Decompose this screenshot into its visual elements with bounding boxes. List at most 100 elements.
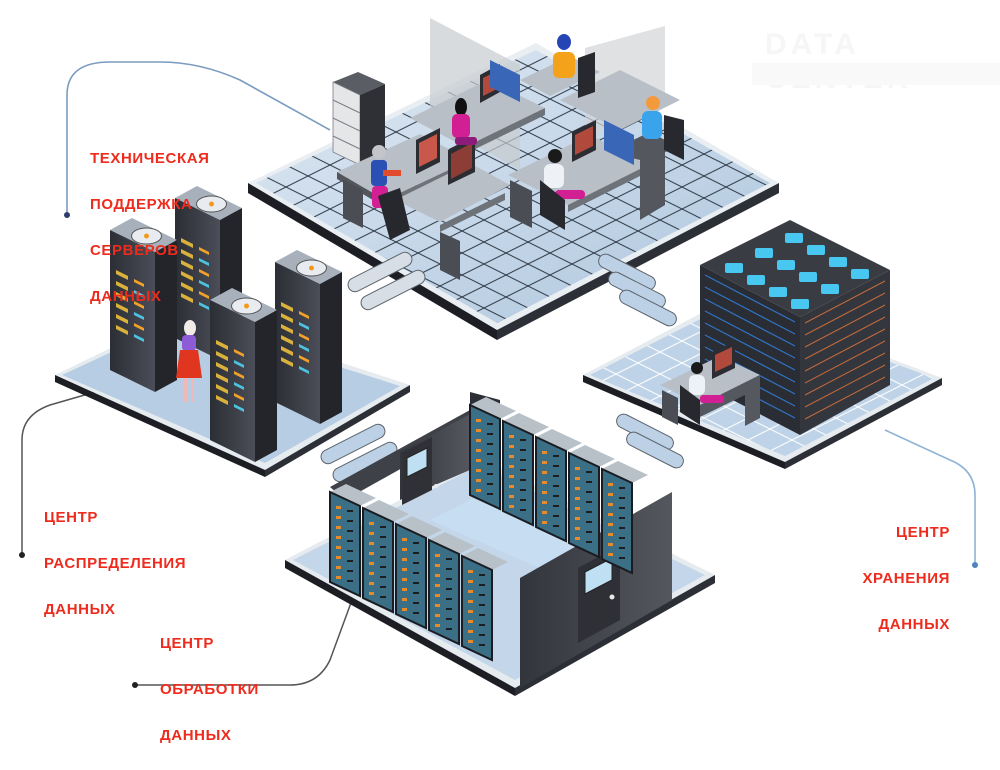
fan-hub — [244, 303, 249, 309]
drive-led — [116, 303, 128, 313]
rack-slot — [553, 475, 559, 477]
rack-led — [435, 574, 440, 577]
rack-row-back — [469, 397, 648, 575]
rack-slot — [553, 525, 559, 527]
status-led — [299, 366, 309, 374]
rack-led — [476, 439, 481, 442]
drive-led — [216, 362, 228, 372]
rack-slot — [520, 499, 526, 501]
rack-led — [369, 562, 374, 565]
status-led — [299, 311, 309, 319]
drive-led — [116, 281, 128, 291]
door-back — [402, 437, 438, 505]
rack-slot — [520, 439, 526, 441]
drive-led — [181, 271, 193, 281]
rack-slot — [619, 497, 625, 499]
rack-led — [336, 536, 341, 539]
rack-led — [542, 491, 547, 494]
rack-led — [468, 580, 473, 583]
rack-led — [336, 516, 341, 519]
rack-slot — [520, 489, 526, 491]
tower-front — [110, 230, 155, 392]
rack-led — [369, 542, 374, 545]
watermark-bar — [752, 63, 1000, 85]
rack-top — [462, 548, 508, 570]
server-rack — [428, 532, 475, 646]
storage-operator-desk — [660, 341, 760, 426]
server-tower — [110, 218, 177, 392]
rack-top — [396, 516, 442, 538]
rack-led — [435, 604, 440, 607]
bridge-support-storage — [598, 253, 677, 327]
storage-unit-top — [725, 263, 743, 273]
drive-led — [281, 335, 293, 345]
rack-slot — [553, 495, 559, 497]
rack-slot — [619, 507, 625, 509]
label-line: ДАННЫХ — [90, 288, 162, 305]
rack-led — [402, 568, 407, 571]
fan-hub — [144, 233, 149, 239]
rack-front — [362, 506, 394, 614]
rack-led — [369, 532, 374, 535]
rack-led — [476, 459, 481, 462]
drive-bay — [704, 334, 796, 383]
cluster-side — [800, 270, 890, 435]
status-led — [199, 280, 209, 288]
rack-led — [542, 461, 547, 464]
drive-bay — [804, 316, 886, 360]
drive-bay — [804, 280, 886, 324]
rack-front — [428, 538, 460, 646]
server-rack — [535, 429, 582, 543]
drive-led — [216, 351, 228, 361]
rack-slot — [553, 485, 559, 487]
rack-slot — [520, 479, 526, 481]
status-led — [234, 360, 244, 368]
rack-led — [468, 620, 473, 623]
rack-led — [336, 526, 341, 529]
rack-led — [369, 522, 374, 525]
tower-front — [275, 262, 320, 424]
label-line: РАСПРЕДЕЛЕНИЯ — [44, 555, 187, 572]
rack-led — [435, 594, 440, 597]
rack-slot — [380, 576, 386, 578]
rack-slot — [619, 557, 625, 559]
label-line: ХРАНЕНИЯ — [862, 570, 950, 587]
drive-bay — [804, 340, 886, 384]
rack-slot — [347, 520, 353, 522]
drive-bay — [704, 310, 796, 359]
rack-slot — [347, 530, 353, 532]
rack-led — [336, 566, 341, 569]
rack-led — [509, 465, 514, 468]
rack-slot — [553, 515, 559, 517]
drive-bay — [704, 298, 796, 347]
drive-bay — [704, 322, 796, 371]
rack-slot — [479, 574, 485, 576]
rack-led — [575, 477, 580, 480]
rack-led — [336, 556, 341, 559]
drive-bay — [804, 328, 886, 372]
rack-led — [509, 485, 514, 488]
rack-top — [536, 429, 582, 451]
rack-slot — [413, 612, 419, 614]
connector-processing — [132, 599, 353, 688]
rack-slot — [380, 566, 386, 568]
rack-led — [542, 521, 547, 524]
storage-unit-top — [755, 248, 773, 258]
connector-distribution — [19, 391, 96, 558]
tower-side — [155, 240, 177, 392]
drive-led — [116, 292, 128, 302]
rack-led — [509, 455, 514, 458]
status-led — [134, 290, 144, 298]
rack-slot — [479, 614, 485, 616]
drive-led — [216, 373, 228, 383]
rack-slot — [413, 562, 419, 564]
rack-led — [468, 640, 473, 643]
rack-led — [575, 527, 580, 530]
status-led — [134, 301, 144, 309]
label-storage-center: ЦЕНТР ХРАНЕНИЯ ДАННЫХ — [862, 498, 950, 659]
label-line: ДАННЫХ — [160, 727, 232, 744]
rack-slot — [487, 443, 493, 445]
server-rack — [469, 397, 516, 511]
drive-led — [216, 384, 228, 394]
rack-led — [575, 487, 580, 490]
